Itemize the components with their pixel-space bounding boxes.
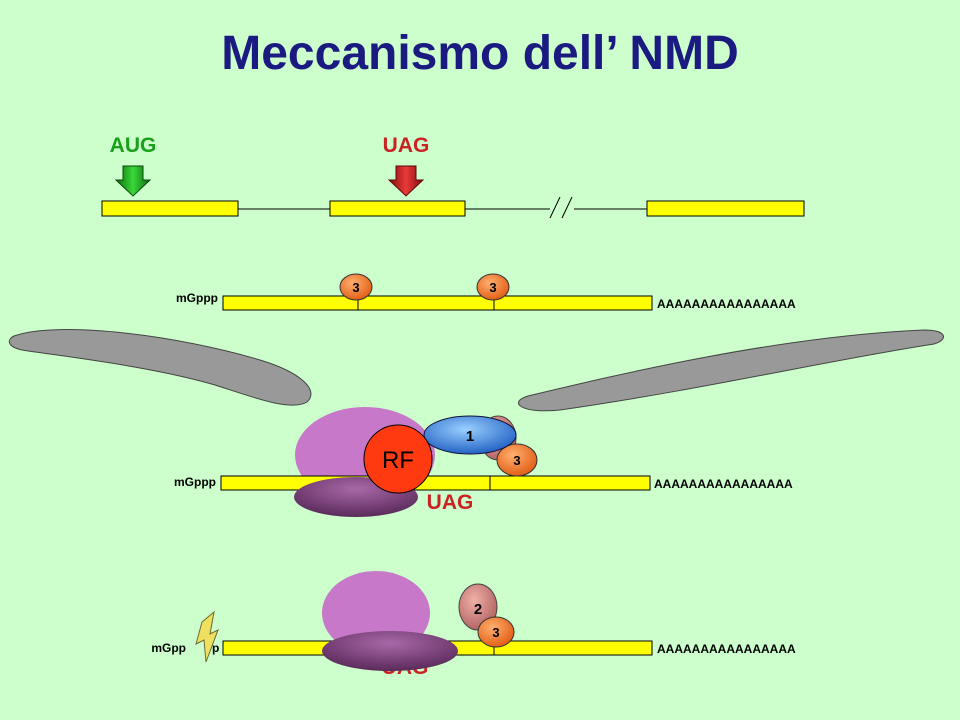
start-codon-label: AUG bbox=[110, 134, 157, 157]
break-mark-icon bbox=[549, 196, 561, 219]
ejc-protein-3 bbox=[339, 273, 373, 301]
page-title: Meccanismo dell’ NMD bbox=[221, 27, 739, 80]
membrane-left bbox=[8, 329, 312, 406]
stop-codon-label: UAG bbox=[427, 491, 474, 514]
ejc-label: 3 bbox=[352, 280, 359, 295]
cap-label: mGppp bbox=[174, 475, 216, 489]
green-down-arrow-icon bbox=[114, 165, 152, 197]
mrna-body bbox=[222, 295, 653, 311]
mrna-body bbox=[220, 475, 651, 491]
ejc-label: 3 bbox=[489, 280, 496, 295]
upf2-label: 2 bbox=[474, 601, 482, 618]
intron-gap bbox=[550, 203, 574, 215]
polya-tail: AAAAAAAAAAAAAAAA bbox=[657, 297, 796, 311]
gene-diagram: AUG UAG bbox=[101, 134, 805, 219]
mrna-2: UAG mGppp AAAAAAAAAAAAAAAA 3 1 RF bbox=[174, 407, 793, 517]
ejc-protein-3 bbox=[476, 273, 510, 301]
release-factor-label: RF bbox=[382, 447, 414, 474]
mrna-3: UAG mGpp p AAAAAAAAAAAAAAAA 2 3 bbox=[151, 571, 796, 679]
membrane-right bbox=[518, 329, 944, 412]
exon-3 bbox=[646, 200, 805, 217]
break-mark-icon bbox=[561, 196, 573, 219]
release-factor bbox=[363, 424, 433, 494]
mrna-1: mGppp AAAAAAAAAAAAAAAA 3 3 bbox=[176, 273, 796, 311]
exon-1 bbox=[101, 200, 239, 217]
ejc-label: 3 bbox=[492, 625, 499, 640]
polya-tail: AAAAAAAAAAAAAAAA bbox=[657, 642, 796, 656]
exon-2 bbox=[329, 200, 466, 217]
cap-label: mGpp bbox=[151, 641, 186, 655]
upf1-protein bbox=[423, 415, 517, 455]
upf1-label: 1 bbox=[466, 428, 474, 445]
polya-tail: AAAAAAAAAAAAAAAA bbox=[654, 477, 793, 491]
stop-codon-label: UAG bbox=[383, 134, 430, 157]
red-down-arrow-icon bbox=[387, 165, 425, 197]
ejc-protein-3 bbox=[496, 443, 538, 477]
cap-phosphate-label: p bbox=[212, 641, 219, 655]
cap-label: mGppp bbox=[176, 291, 218, 305]
ejc-protein-3 bbox=[477, 616, 515, 648]
ejc-label: 3 bbox=[513, 453, 520, 468]
lightning-bolt-icon bbox=[195, 610, 219, 663]
ribosome-small-subunit bbox=[322, 631, 458, 671]
